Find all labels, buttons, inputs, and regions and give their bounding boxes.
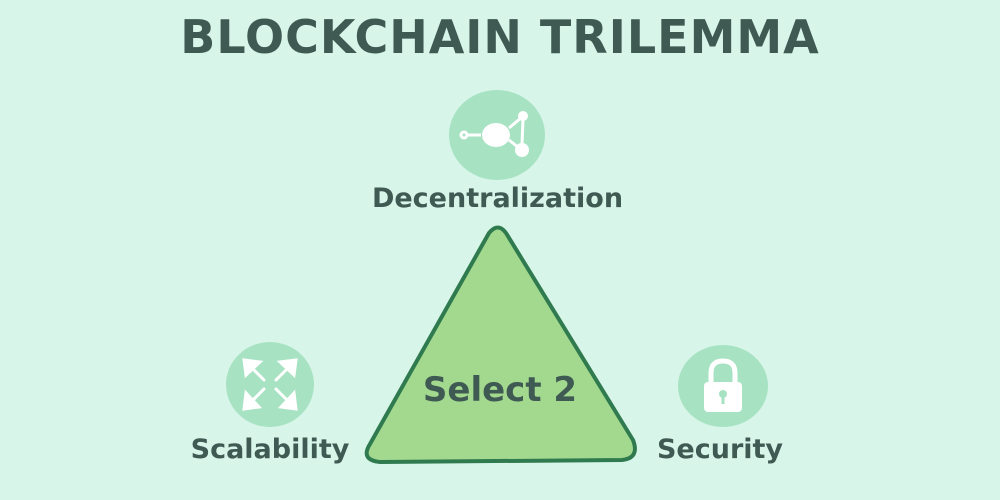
padlock-icon <box>678 345 768 427</box>
diagram-title: BLOCKCHAIN TRILEMMA <box>180 10 820 64</box>
node-label-scalability: Scalability <box>190 434 350 465</box>
expand-arrows-icon <box>226 342 314 427</box>
center-select-text: Select 2 <box>422 370 578 410</box>
node-label-decentralization: Decentralization <box>371 183 624 214</box>
network-nodes-icon <box>449 90 545 180</box>
node-label-security: Security <box>656 434 784 465</box>
